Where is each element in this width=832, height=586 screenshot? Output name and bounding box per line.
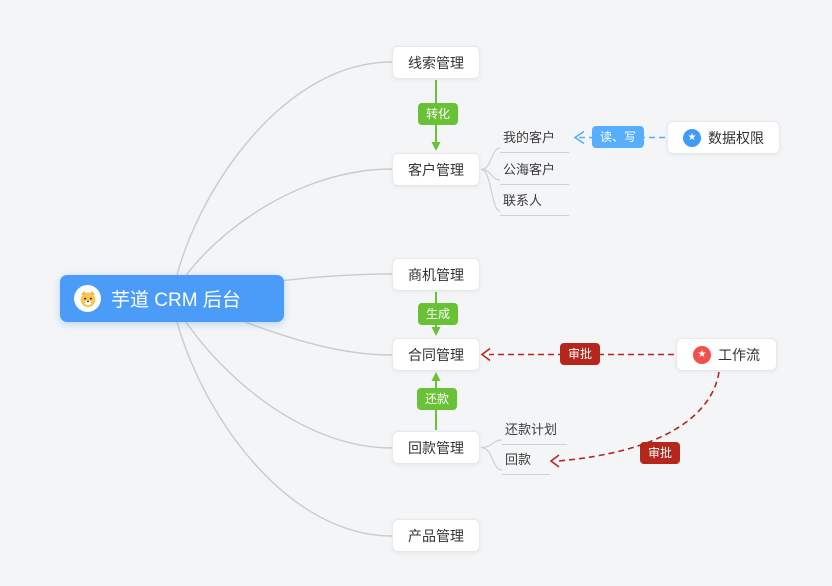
node-label: 线索管理 bbox=[408, 54, 464, 71]
node-label: 商机管理 bbox=[408, 266, 464, 283]
node-workflow[interactable]: ★ 工作流 bbox=[676, 338, 777, 371]
node-customer-management[interactable]: 客户管理 bbox=[392, 153, 480, 186]
leaf-contacts[interactable]: 联系人 bbox=[500, 190, 569, 216]
dog-avatar bbox=[74, 285, 101, 312]
star-icon: ★ bbox=[683, 128, 701, 147]
child-connectors bbox=[480, 147, 503, 471]
edge-label-convert: 转化 bbox=[418, 103, 459, 125]
node-contract-management[interactable]: 合同管理 bbox=[392, 338, 480, 371]
node-opportunity-management[interactable]: 商机管理 bbox=[392, 258, 480, 291]
node-label: 合同管理 bbox=[408, 346, 464, 363]
root-node-crm-admin[interactable]: 芋道 CRM 后台 bbox=[60, 275, 284, 322]
edge-label-repay: 还款 bbox=[417, 388, 458, 410]
dog-face-icon bbox=[80, 290, 95, 307]
leaf-receipt[interactable]: 回款 bbox=[502, 449, 550, 475]
node-label: 工作流 bbox=[718, 346, 760, 363]
node-label: 回款管理 bbox=[408, 439, 464, 456]
node-data-permission[interactable]: ★ 数据权限 bbox=[667, 121, 780, 154]
node-receivable-management[interactable]: 回款管理 bbox=[392, 431, 480, 464]
node-label: 产品管理 bbox=[408, 527, 464, 544]
root-node-label: 芋道 CRM 后台 bbox=[111, 290, 241, 311]
leaf-public-customers[interactable]: 公海客户 bbox=[500, 159, 569, 185]
leaf-my-customers[interactable]: 我的客户 bbox=[500, 127, 569, 153]
edge-label-generate: 生成 bbox=[418, 303, 459, 325]
node-label: 客户管理 bbox=[408, 161, 464, 178]
edge-label-approve-receipt: 审批 bbox=[640, 442, 681, 464]
approve-receipt-arrow bbox=[549, 371, 720, 468]
star-icon: ★ bbox=[693, 345, 711, 364]
edge-label-read-write: 读、写 bbox=[592, 126, 645, 148]
leaf-repayment-plan[interactable]: 还款计划 bbox=[502, 419, 567, 445]
edge-label-approve-contract: 审批 bbox=[560, 343, 601, 365]
node-product-management[interactable]: 产品管理 bbox=[392, 519, 480, 552]
node-label: 数据权限 bbox=[708, 129, 764, 146]
node-lead-management[interactable]: 线索管理 bbox=[392, 46, 480, 79]
